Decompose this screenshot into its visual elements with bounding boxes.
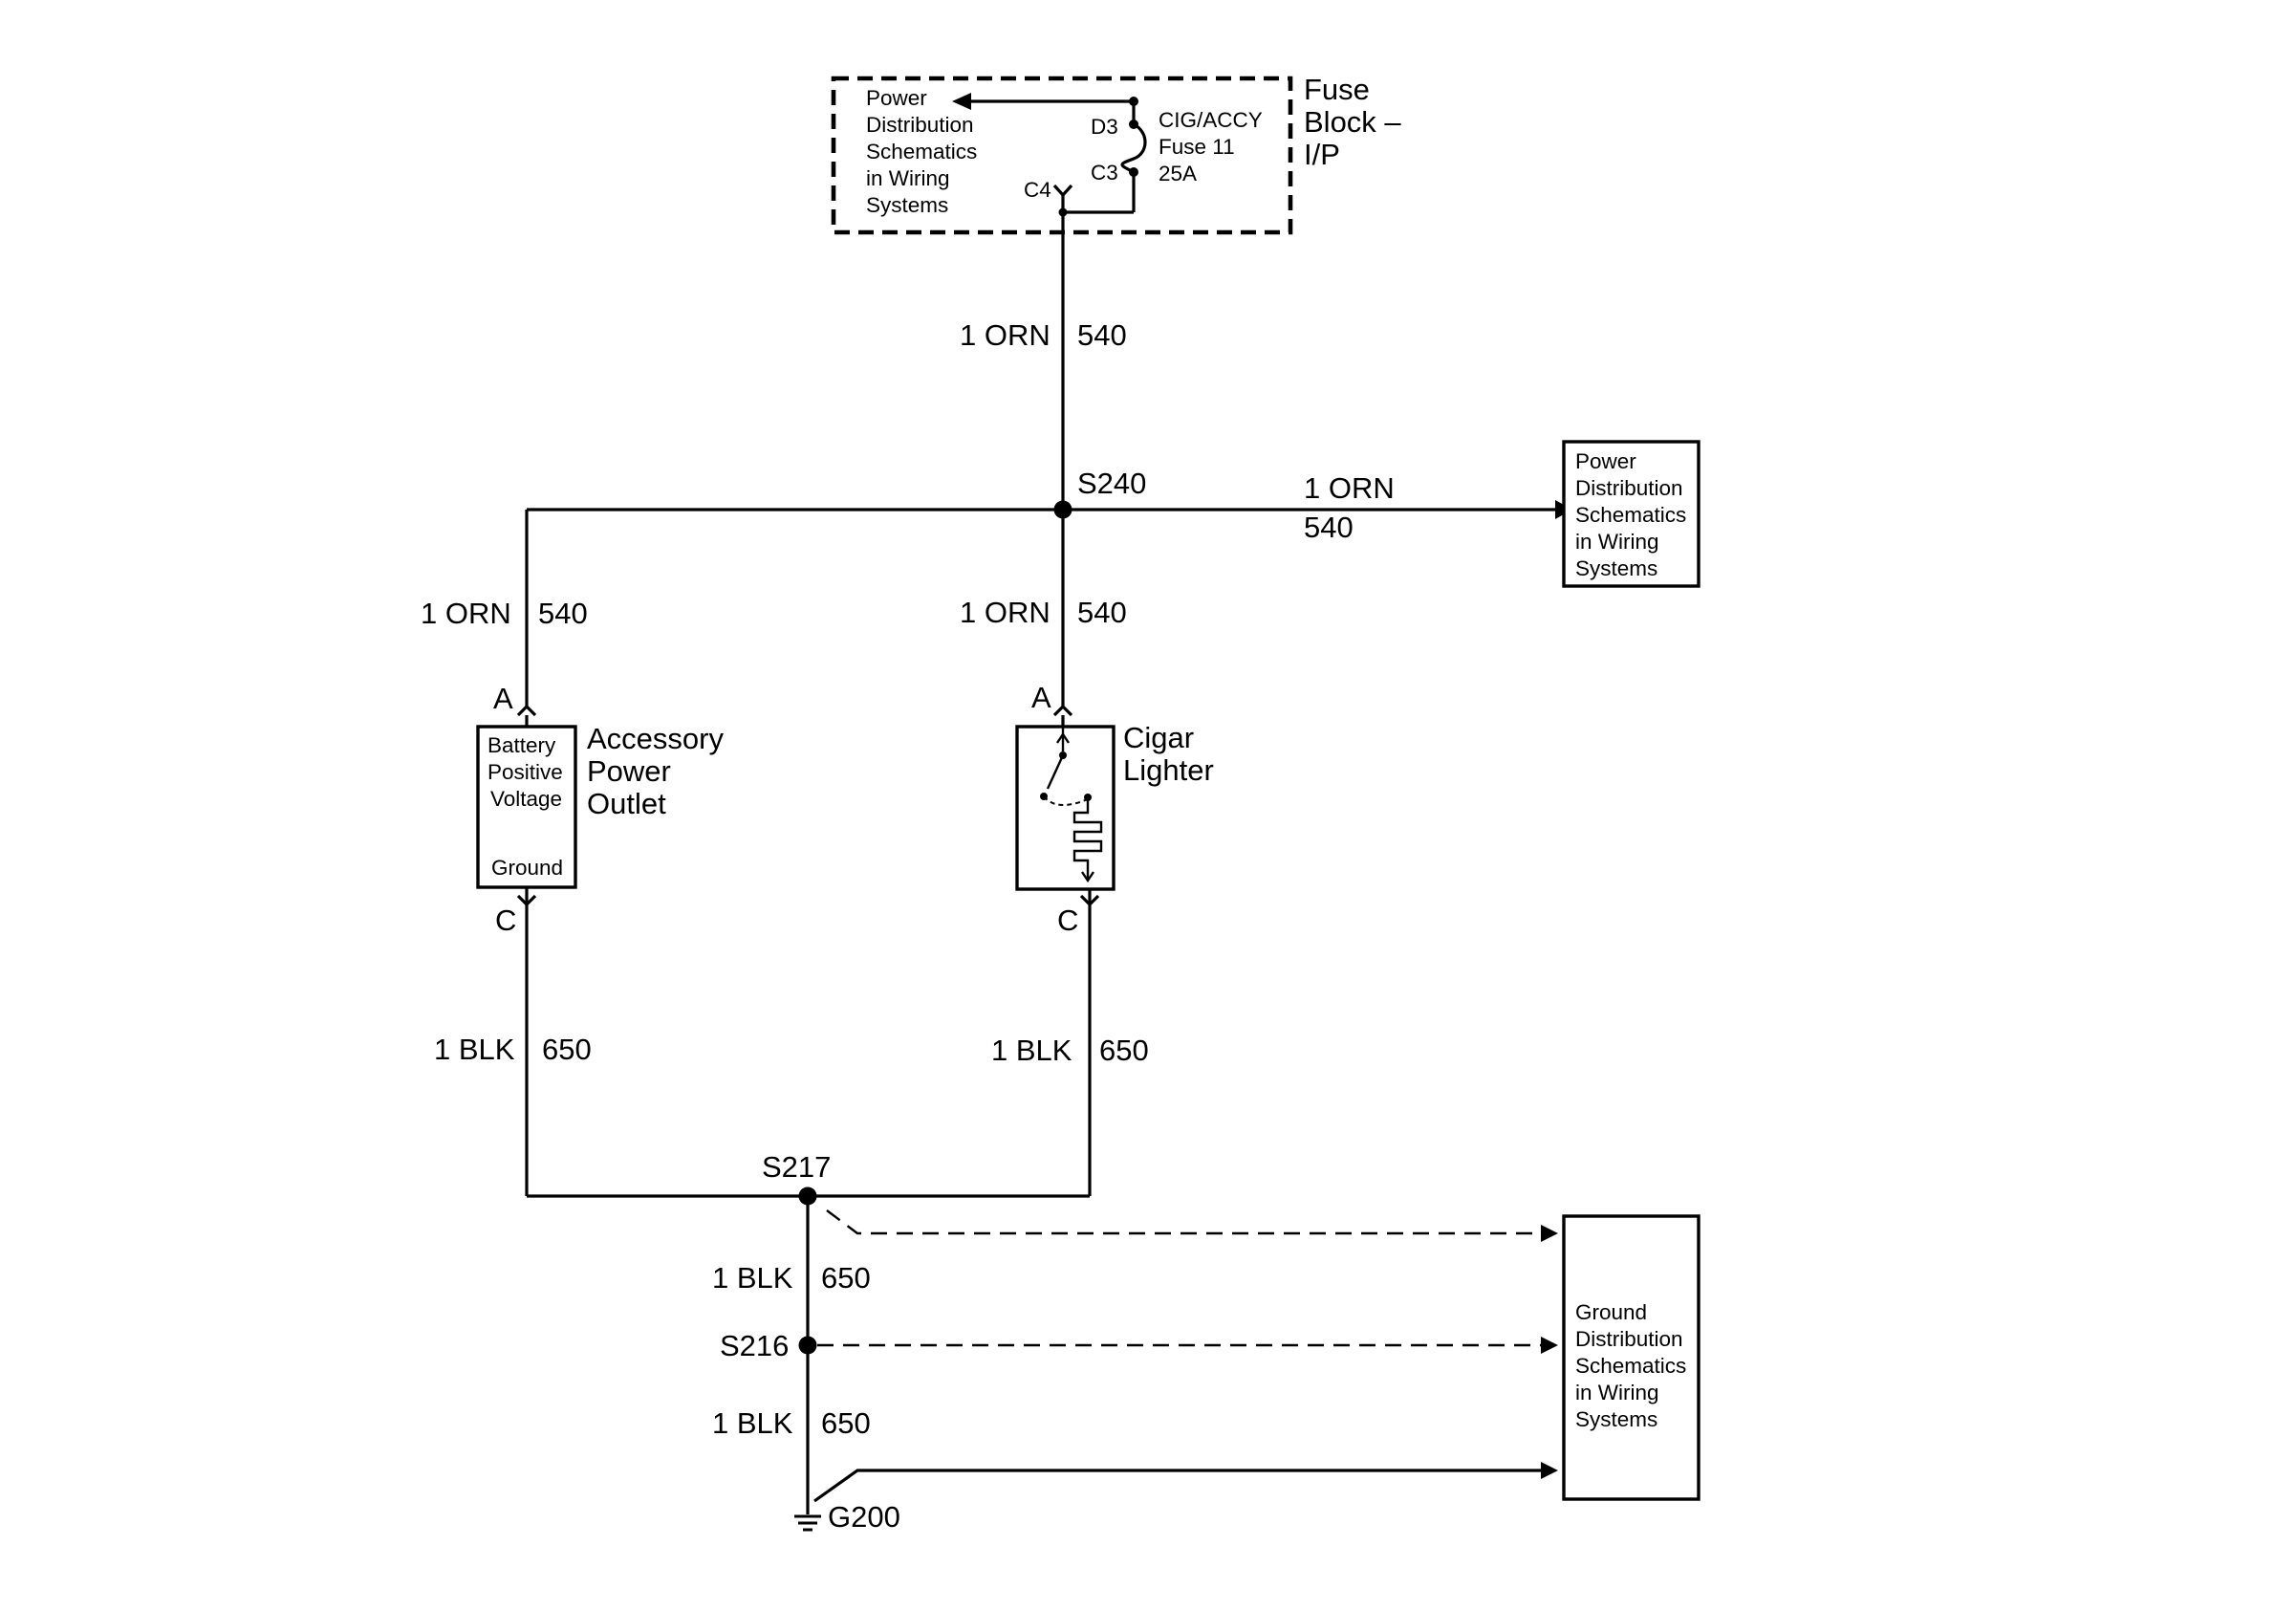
s217-link-arrowhead [1541, 1225, 1558, 1242]
to-lighter-circuit: 540 [1077, 596, 1127, 629]
s216-g200-gauge-color: 1 BLK [712, 1406, 793, 1440]
ground-icon [794, 1514, 821, 1532]
outlet-label-line-1: Accessory [587, 722, 724, 755]
s217-ground-dist-link [826, 1209, 1544, 1235]
ground-dist-line-1: Ground [1575, 1300, 1647, 1324]
lighter-ground-gauge-color: 1 BLK [991, 1034, 1072, 1067]
power-dist-line-3: Schematics [1575, 503, 1686, 527]
to-outlet-circuit: 540 [538, 597, 588, 630]
fuse-top-junction [1129, 97, 1138, 106]
s216-g200-circuit: 650 [821, 1406, 871, 1440]
fuse-block-title-line-3: I/P [1304, 138, 1340, 171]
s217-s216-circuit: 650 [821, 1261, 871, 1295]
ground-dist-line-2: Distribution [1575, 1327, 1683, 1351]
to-power-dist-circuit: 540 [1304, 511, 1354, 544]
pin-d3-label: D3 [1091, 115, 1118, 139]
outlet-inner-line-2: Positive [487, 760, 563, 784]
splice-s240-label: S240 [1077, 467, 1146, 500]
ground-g200-label: G200 [828, 1500, 900, 1534]
pin-c3-label: C3 [1091, 161, 1118, 185]
outlet-label-line-3: Outlet [587, 787, 666, 820]
main-feed-circuit: 540 [1077, 318, 1127, 352]
outlet-ground-circuit: 650 [542, 1033, 592, 1066]
ground-distribution-box: Ground Distribution Schematics in Wiring… [1562, 1214, 1700, 1501]
outlet-inner-line-1: Battery [487, 733, 556, 757]
outlet-pin-c-label: C [495, 903, 516, 937]
outlet-inner-line-3: Voltage [490, 787, 562, 811]
lighter-ground-circuit: 650 [1099, 1034, 1149, 1067]
ground-distribution-box-outline [1562, 1214, 1700, 1501]
outlet-ground-gauge-color: 1 BLK [434, 1033, 515, 1066]
power-dist-line-2: Distribution [1575, 476, 1683, 500]
fuse-symbol [1120, 122, 1147, 174]
main-feed-gauge-color: 1 ORN [960, 318, 1051, 352]
fuse-block-power-dist-line-1: Power [866, 86, 927, 110]
lighter-pin-a-label: A [1031, 681, 1051, 714]
ground-dist-line-5: Systems [1575, 1407, 1657, 1431]
splice-s217-label: S217 [762, 1150, 831, 1184]
fuse-block-power-dist-line-5: Systems [866, 193, 948, 217]
fuse-block: Power Distribution Schematics in Wiring … [831, 73, 1401, 235]
fuse-block-power-dist-line-3: Schematics [866, 140, 977, 163]
cigar-lighter [1015, 725, 1116, 891]
ground-dist-line-4: in Wiring [1575, 1381, 1659, 1404]
to-power-dist-gauge-color: 1 ORN [1304, 471, 1395, 505]
power-dist-line-1: Power [1575, 449, 1636, 473]
outlet-pin-a-label: A [493, 682, 513, 715]
fuse-label-line-3: 25A [1159, 162, 1197, 185]
s216-link-arrowhead [1541, 1337, 1558, 1354]
fuse-block-power-dist-line-4: in Wiring [866, 166, 950, 190]
to-lighter-gauge-color: 1 ORN [960, 596, 1051, 629]
ground-dist-line-3: Schematics [1575, 1354, 1686, 1378]
lighter-label-line-2: Lighter [1123, 753, 1214, 787]
power-dist-line-5: Systems [1575, 556, 1657, 580]
to-outlet-gauge-color: 1 ORN [421, 597, 511, 630]
fuse-label-line-2: Fuse 11 [1159, 135, 1235, 159]
splice-s216-label: S216 [720, 1329, 789, 1362]
pin-c4-label: C4 [1024, 178, 1051, 202]
fuse-block-power-dist-line-2: Distribution [866, 113, 974, 137]
lighter-element-icon [1040, 727, 1103, 883]
s217-s216-gauge-color: 1 BLK [712, 1261, 793, 1295]
power-distribution-box-outline [1562, 440, 1700, 588]
g200-ground-dist-link [813, 1469, 1544, 1503]
splice-s216 [798, 1336, 817, 1355]
fuse-output-arrowhead [952, 93, 971, 110]
fuse-label-line-1: CIG/ACCY [1159, 108, 1263, 132]
fuse-block-title-line-1: Fuse [1304, 73, 1370, 106]
lighter-pin-c-label: C [1057, 903, 1078, 937]
cigar-lighter-outline [1015, 725, 1116, 891]
accessory-power-outlet: Battery Positive Voltage Ground [476, 725, 577, 889]
outlet-ground-label: Ground [491, 856, 563, 880]
fuse-block-title-line-2: Block – [1304, 105, 1401, 139]
power-distribution-box: Power Distribution Schematics in Wiring … [1562, 440, 1700, 588]
lighter-label-line-1: Cigar [1123, 721, 1194, 754]
outlet-pin-a-connector [516, 704, 537, 717]
outlet-label-line-2: Power [587, 754, 671, 788]
pin-c4-connector [1052, 184, 1073, 198]
power-dist-line-4: in Wiring [1575, 530, 1659, 554]
lighter-pin-a-connector [1052, 704, 1073, 717]
g200-link-arrowhead [1541, 1462, 1558, 1479]
